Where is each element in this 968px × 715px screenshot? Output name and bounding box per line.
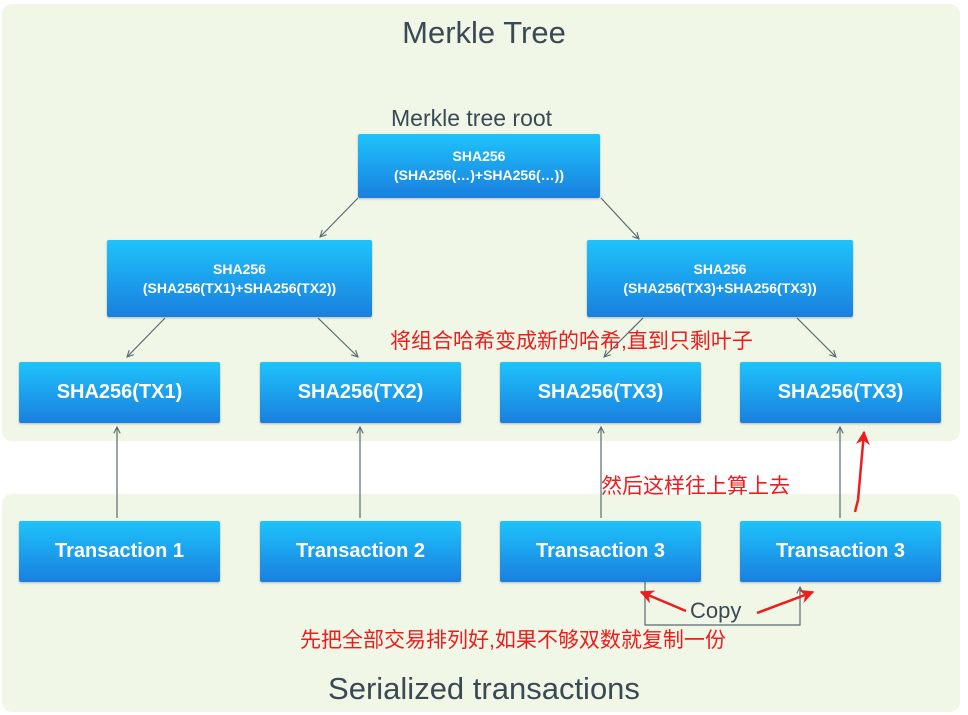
root-hash-line2: (SHA256(…)+SHA256(…)) bbox=[394, 167, 564, 183]
transaction-node: Transaction 3 bbox=[500, 521, 701, 582]
transaction-label: Transaction 1 bbox=[55, 540, 184, 562]
leaf-hash-node: SHA256(TX2) bbox=[260, 362, 461, 423]
annotation-calc-upwards: 然后这样往上算上去 bbox=[601, 475, 790, 498]
edge-left-tx2 bbox=[317, 317, 358, 357]
leaf-hash-node: SHA256(TX3) bbox=[500, 362, 701, 423]
transaction-node: Transaction 1 bbox=[19, 521, 220, 582]
transaction-label: Transaction 3 bbox=[776, 540, 905, 562]
leaf-hash-label: SHA256(TX1) bbox=[56, 381, 183, 403]
level1-right-line1: SHA256 bbox=[693, 260, 747, 277]
copy-connector bbox=[644, 582, 800, 626]
level1-left-line1: SHA256 bbox=[213, 260, 266, 277]
edge-root-left bbox=[320, 197, 359, 237]
serialized-transactions-title: Serialized transactions bbox=[328, 671, 640, 706]
root-label: Merkle tree root bbox=[391, 105, 553, 131]
transaction-label: Transaction 2 bbox=[296, 540, 425, 562]
red-arrow-up bbox=[853, 430, 870, 513]
annotation-arrows bbox=[639, 430, 870, 615]
leaf-hash-node: SHA256(TX3) bbox=[740, 362, 941, 423]
edge-left-tx1 bbox=[127, 317, 166, 357]
level1-right-node: SHA256 (SHA256(TX3)+SHA256(TX3)) bbox=[587, 240, 853, 317]
root-hash-node: SHA256 (SHA256(…)+SHA256(…)) bbox=[358, 134, 600, 198]
leaf-hash-label: SHA256(TX3) bbox=[777, 381, 904, 403]
transaction-label: Transaction 3 bbox=[536, 540, 665, 562]
leaf-hash-node: SHA256(TX1) bbox=[19, 362, 220, 423]
edge-right-tx3a bbox=[604, 317, 644, 357]
edge-root-right bbox=[600, 197, 639, 239]
leaf-hash-label: SHA256(TX3) bbox=[537, 381, 664, 403]
leaf-hash-label: SHA256(TX2) bbox=[297, 381, 424, 403]
red-arrow-copy-left bbox=[639, 590, 687, 613]
annotation-hash-combine: 将组合哈希变成新的哈希,直到只剩叶子 bbox=[390, 330, 753, 353]
copy-label: Copy bbox=[690, 598, 742, 623]
diagram-title: Merkle Tree bbox=[402, 15, 566, 50]
level1-right-line2: (SHA256(TX3)+SHA256(TX3)) bbox=[623, 279, 817, 296]
annotation-sort-duplicate: 先把全部交易排列好,如果不够双数就复制一份 bbox=[300, 629, 726, 652]
red-arrow-copy-right bbox=[756, 589, 815, 615]
transaction-node: Transaction 3 bbox=[740, 521, 941, 582]
root-hash-line1: SHA256 bbox=[452, 148, 506, 164]
transaction-node: Transaction 2 bbox=[260, 521, 461, 582]
edge-right-tx3b bbox=[796, 317, 836, 357]
tree-edges bbox=[117, 197, 840, 626]
level1-left-line2: (SHA256(TX1)+SHA256(TX2)) bbox=[142, 279, 337, 296]
level1-left-node: SHA256 (SHA256(TX1)+SHA256(TX2)) bbox=[107, 240, 372, 317]
